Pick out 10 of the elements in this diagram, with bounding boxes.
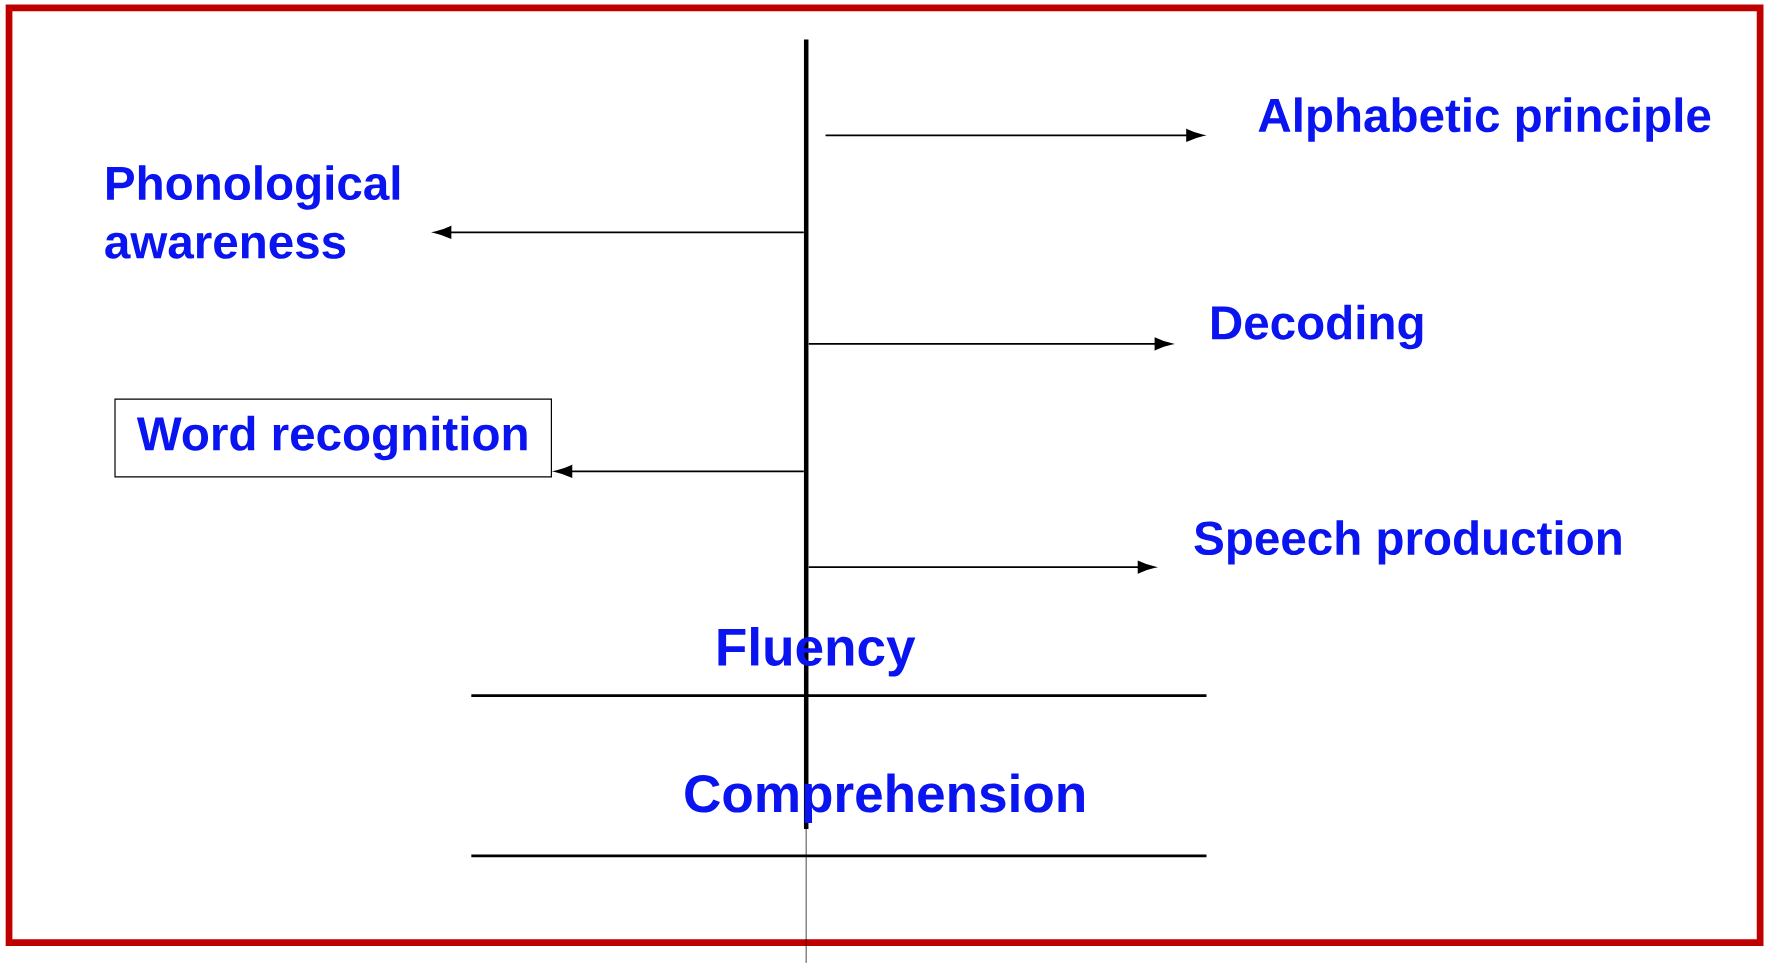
node-label: Phonological awareness bbox=[105, 165, 400, 259]
arrow bbox=[824, 129, 1204, 142]
text-box: Word recognition bbox=[114, 398, 552, 478]
node-label: Decoding bbox=[1212, 304, 1423, 350]
node-label: Alphabetic principle bbox=[1258, 97, 1711, 142]
arrow bbox=[434, 226, 805, 239]
arrow bbox=[555, 465, 805, 478]
arrow bbox=[807, 561, 1155, 574]
node-label: Speech production bbox=[1194, 520, 1621, 565]
arrow bbox=[807, 337, 1172, 351]
